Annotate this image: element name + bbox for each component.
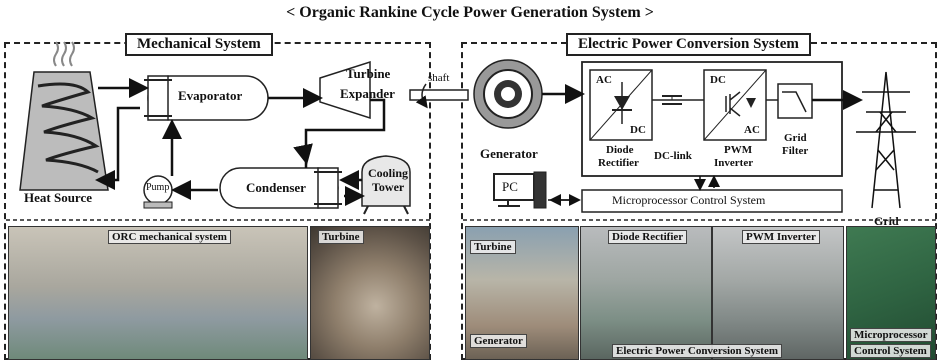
tag-orc-mechanical: ORC mechanical system	[108, 230, 231, 244]
turbine-label: Turbine	[346, 66, 391, 81]
inverter-label: Inverter	[714, 157, 754, 169]
pwm-label: PWM	[724, 144, 753, 156]
cooling-label: Cooling	[368, 166, 409, 180]
tag-turbine: Turbine	[318, 230, 364, 244]
heat-source-shape	[19, 41, 109, 191]
condenser-shape	[219, 167, 342, 209]
dc-link-label: DC-link	[654, 150, 692, 162]
diode-label: Diode	[606, 144, 634, 156]
pc-label: PC	[502, 179, 518, 194]
tag-epcs: Electric Power Conversion System	[612, 344, 783, 358]
mechanical-system-label: Mechanical System	[125, 33, 273, 56]
grid-filter-label-2: Filter	[782, 145, 809, 157]
generator-shape	[473, 59, 543, 129]
tag-pwm-inverter: PWM Inverter	[742, 230, 820, 244]
shaft-shape	[409, 83, 469, 109]
evaporator-label: Evaporator	[178, 88, 243, 103]
generator-label: Generator	[480, 146, 538, 161]
rectifier-label: Rectifier	[598, 157, 639, 169]
grid-label: Grid	[874, 214, 899, 228]
ac-input-label: AC	[596, 74, 612, 86]
pc-shape	[493, 171, 547, 209]
condenser-label: Condenser	[246, 180, 306, 195]
photo-pwm-inverter	[712, 226, 844, 360]
grid-tower-shape	[856, 71, 916, 209]
tag-turbine-2: Turbine	[470, 240, 516, 254]
tower-label: Tower	[372, 180, 405, 194]
photo-orc-mechanical	[8, 226, 308, 360]
ac-output-label: AC	[744, 124, 760, 136]
evaporator-shape	[144, 75, 269, 121]
photo-turbine	[310, 226, 430, 360]
tag-diode-rectifier: Diode Rectifier	[608, 230, 688, 244]
cooling-tower-shape	[361, 155, 411, 215]
control-system-label: Microprocessor Control System	[612, 193, 766, 207]
tag-generator: Generator	[470, 334, 527, 348]
photo-diode-rectifier	[580, 226, 712, 360]
control-system-box	[581, 189, 843, 213]
expander-label: Expander	[340, 86, 395, 101]
grid-filter-label-1: Grid	[784, 132, 807, 144]
dc-output-label: DC	[630, 124, 646, 136]
pump-label: Pump	[146, 182, 170, 193]
tag-microprocessor-2: Control System	[850, 344, 931, 358]
tag-microprocessor-1: Microprocessor	[850, 328, 932, 342]
dc-input-label: DC	[710, 74, 726, 86]
heat-source-label: Heat Source	[24, 190, 92, 205]
electric-system-label: Electric Power Conversion System	[566, 33, 811, 56]
shaft-label: shaft	[428, 72, 450, 84]
figure-title: < Organic Rankine Cycle Power Generation…	[286, 4, 654, 21]
